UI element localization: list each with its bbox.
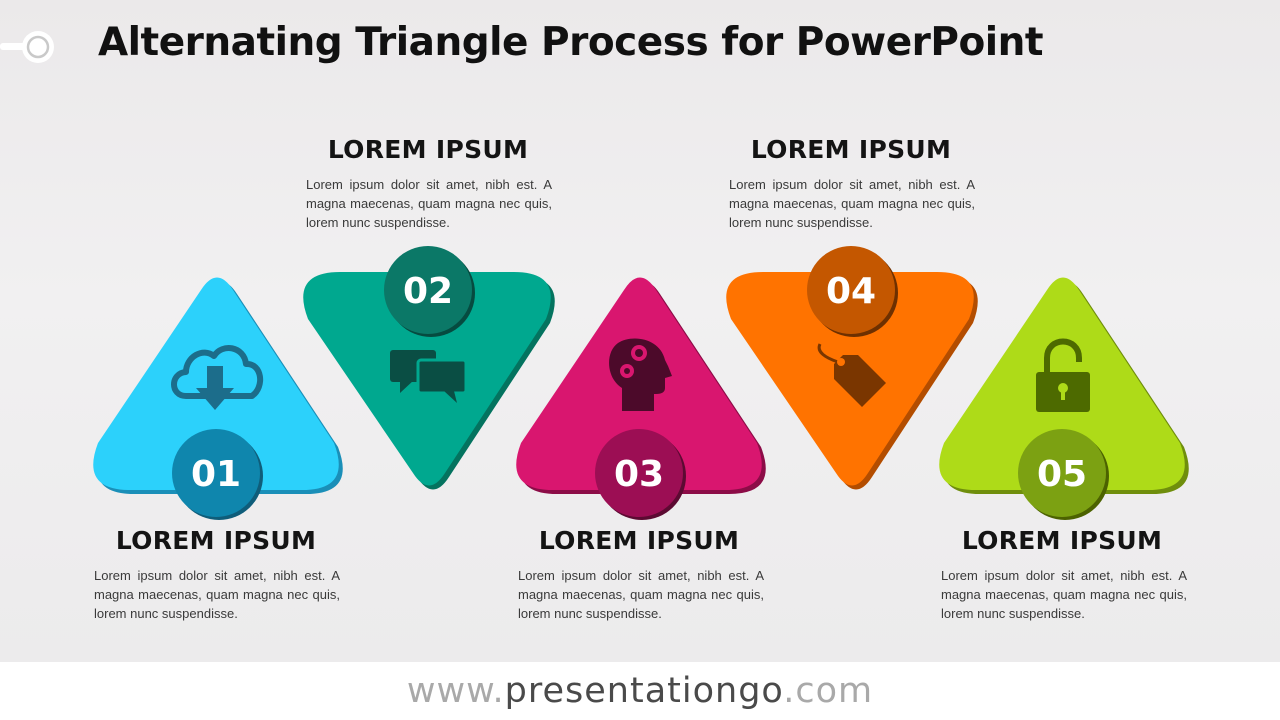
step-1-heading: LOREM IPSUM xyxy=(115,526,317,555)
step-3-text: Lorem ipsum dolor sit amet, nibh est. A … xyxy=(518,568,764,621)
chat-bubbles-icon xyxy=(390,350,468,403)
step-1-number-badge: 01 xyxy=(172,429,263,520)
head-gears-icon xyxy=(609,338,672,411)
step-2-number: 02 xyxy=(403,271,453,312)
page-title: Alternating Triangle Process for PowerPo… xyxy=(98,20,1044,65)
step-1-number: 01 xyxy=(191,454,241,495)
triangle-process-diagram: 01 02 xyxy=(93,246,1189,520)
step-4-number-badge: 04 xyxy=(807,246,898,337)
slide: Alternating Triangle Process for PowerPo… xyxy=(0,0,1280,662)
step-4-text: Lorem ipsum dolor sit amet, nibh est. A … xyxy=(729,177,975,230)
step-5-number-badge: 05 xyxy=(1018,429,1109,520)
pin-icon xyxy=(0,31,54,63)
step-4-number: 04 xyxy=(826,271,876,312)
step-3-number: 03 xyxy=(614,454,664,495)
step-3-heading: LOREM IPSUM xyxy=(538,526,740,555)
footer-prefix: www. xyxy=(406,671,505,711)
step-4-heading: LOREM IPSUM xyxy=(750,135,952,164)
footer-suffix: .com xyxy=(783,671,874,711)
footer-domain: presentationgo xyxy=(504,671,784,711)
step-1-text: Lorem ipsum dolor sit amet, nibh est. A … xyxy=(94,568,340,621)
cloud-download-icon xyxy=(171,345,264,410)
footer-website-link[interactable]: www.presentationgo.com xyxy=(0,662,1280,720)
step-5-heading: LOREM IPSUM xyxy=(961,526,1163,555)
price-tag-icon xyxy=(817,343,886,407)
step-5-number: 05 xyxy=(1037,454,1087,495)
step-2-text: Lorem ipsum dolor sit amet, nibh est. A … xyxy=(306,177,552,230)
unlocked-padlock-icon xyxy=(1036,338,1090,412)
step-2-number-badge: 02 xyxy=(384,246,475,337)
step-5-text: Lorem ipsum dolor sit amet, nibh est. A … xyxy=(941,568,1187,621)
step-3-number-badge: 03 xyxy=(595,429,686,520)
step-2-heading: LOREM IPSUM xyxy=(327,135,529,164)
